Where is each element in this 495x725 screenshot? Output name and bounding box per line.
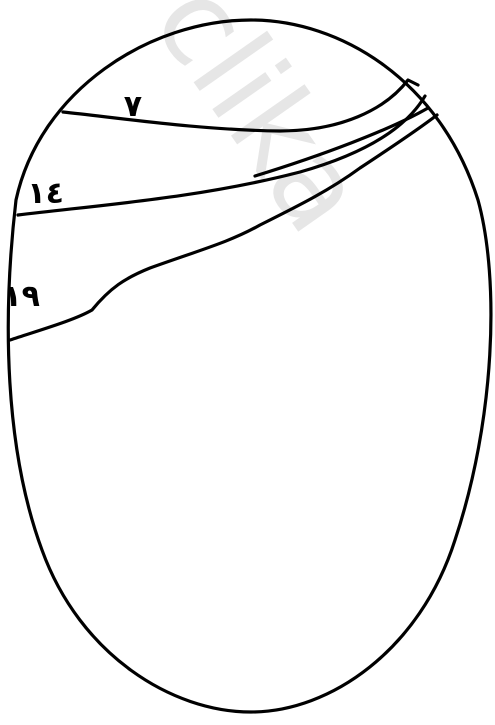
label-band-14: ١٤ <box>27 176 64 211</box>
label-band-7: ٧ <box>124 89 142 124</box>
watermark-text: clika <box>127 0 394 256</box>
watermark: clika <box>127 0 394 256</box>
label-band-19: ١٩ <box>3 279 40 314</box>
